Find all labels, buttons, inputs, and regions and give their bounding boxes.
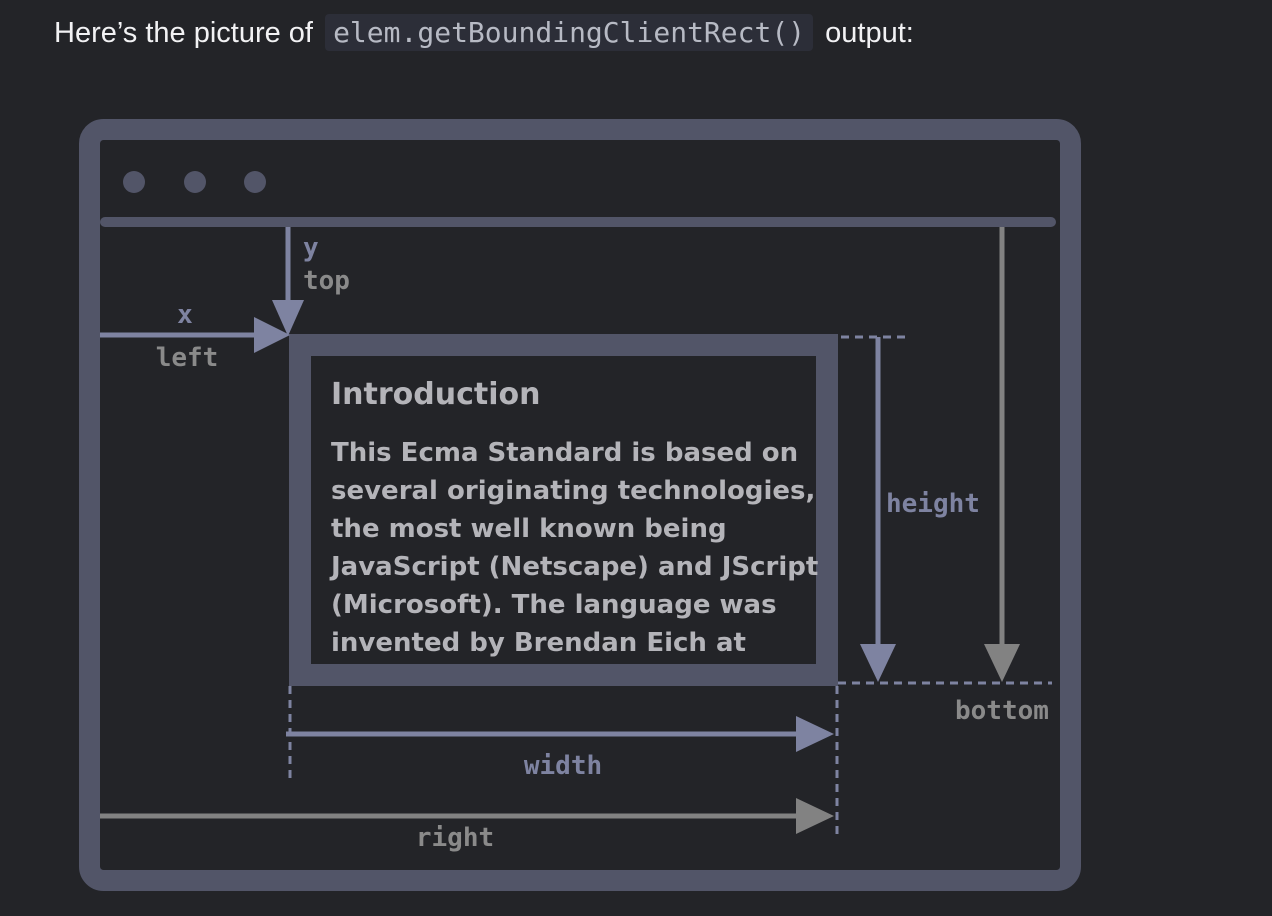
- window-dot-icon: [244, 171, 266, 193]
- method-code: elem.getBoundingClientRect(): [325, 14, 814, 51]
- intro-sentence: Here’s the picture of elem.getBoundingCl…: [54, 14, 914, 51]
- element-text-line: This Ecma Standard is based on: [331, 438, 798, 468]
- bottom-arrow-head-icon: [984, 644, 1020, 682]
- height-arrow-head-icon: [860, 644, 896, 682]
- element-box: [289, 334, 838, 686]
- left-arrow-head-icon: [254, 317, 290, 353]
- toolbar-divider: [100, 217, 1056, 227]
- label-top: top: [303, 266, 350, 296]
- label-x: x: [177, 300, 193, 330]
- label-y: y: [303, 233, 319, 263]
- element-text-line: the most well known being: [331, 514, 727, 544]
- window-dot-icon: [123, 171, 145, 193]
- element-text-line: JavaScript (Netscape) and JScript: [329, 552, 818, 582]
- element-text-line: several originating technologies,: [331, 476, 815, 506]
- window-dot-icon: [184, 171, 206, 193]
- label-left: left: [156, 343, 219, 373]
- label-width: width: [524, 751, 602, 781]
- intro-prefix: Here’s the picture of: [54, 17, 313, 49]
- label-right: right: [416, 823, 494, 853]
- label-bottom: bottom: [955, 696, 1049, 726]
- element-heading: Introduction: [331, 377, 540, 412]
- intro-suffix: output:: [825, 17, 914, 49]
- right-arrow-head-icon: [796, 798, 834, 834]
- element-text-line: (Microsoft). The language was: [331, 590, 777, 620]
- label-height: height: [886, 489, 980, 519]
- width-arrow-head-icon: [796, 716, 834, 752]
- top-arrow-head-icon: [272, 300, 304, 336]
- element-text-line: invented by Brendan Eich at: [331, 628, 746, 658]
